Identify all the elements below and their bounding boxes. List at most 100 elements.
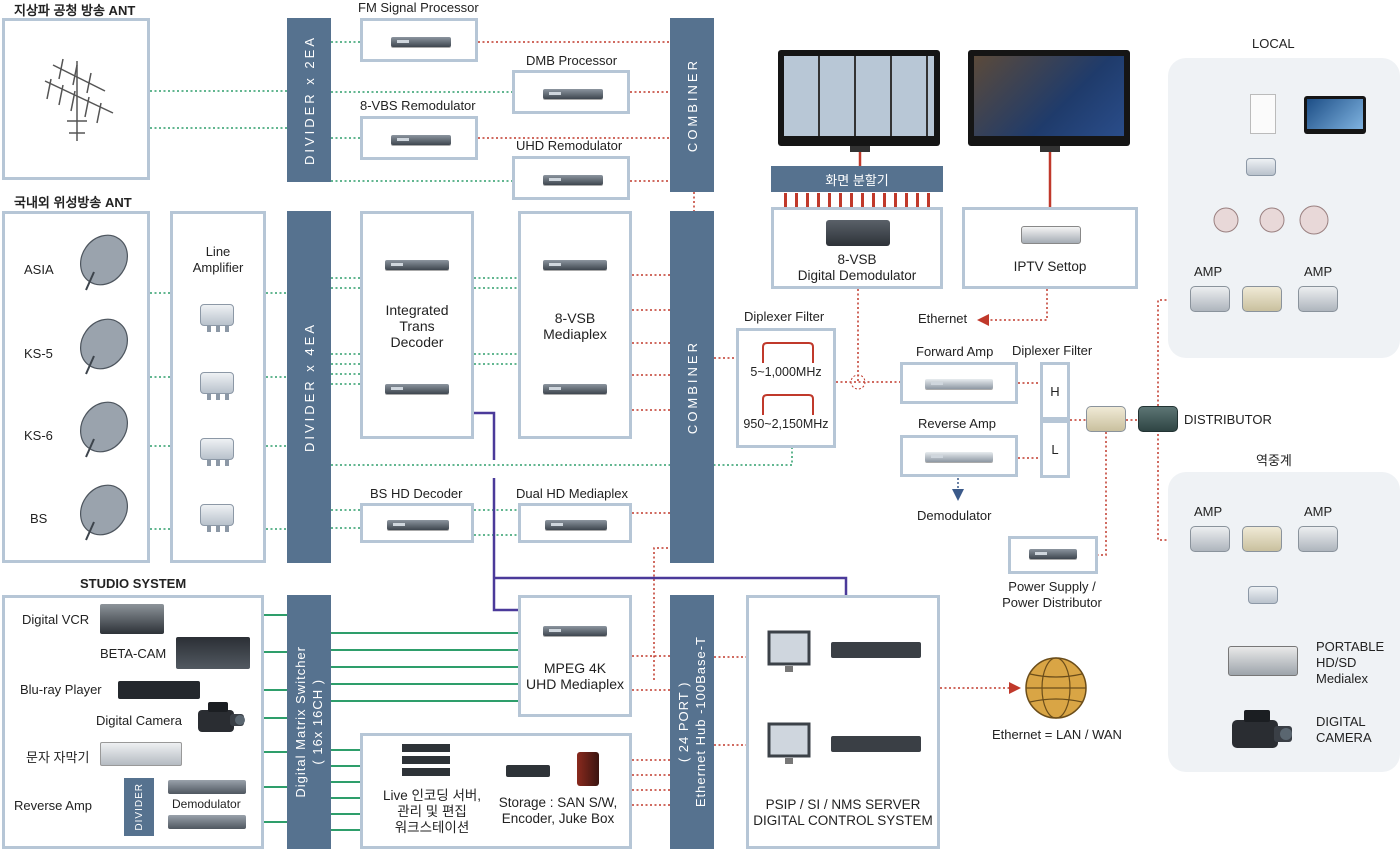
relay-amp-center-icon — [1242, 526, 1282, 552]
wall-outlet-icon — [1250, 94, 1276, 134]
satellite-dish-icon — [80, 234, 128, 541]
bs-hd-decoder-label: BS HD Decoder — [370, 486, 463, 501]
dmb-processor-box — [512, 70, 630, 114]
psip-workstation-icon — [767, 630, 921, 764]
multi-screen-tv-icon — [778, 50, 940, 146]
ethernet-hub-bar: ( 24 PORT ) Ethernet Hub -100Base-T — [670, 595, 714, 849]
vsb-demodulator-box — [771, 207, 943, 289]
matrix-switcher-bar: Digital Matrix Switcher ( 16x 16CH ) — [287, 595, 331, 849]
dual-hd-mediaplex-label: Dual HD Mediaplex — [516, 486, 628, 501]
relay-camera-icon — [1232, 710, 1292, 748]
studio-device-reverse-amp: Reverse Amp — [14, 798, 93, 813]
line-amp-4-icon — [200, 504, 234, 532]
local-amp-right-label: AMP — [1304, 264, 1333, 279]
antenna-label-bs: BS — [30, 511, 48, 526]
portable-medialex-icon — [1228, 646, 1298, 676]
diplexer-filter-1-label: Diplexer Filter — [744, 309, 825, 324]
vbs-remodulator-box — [360, 116, 478, 160]
wire-mpeg-comb — [653, 547, 670, 680]
relay-amp-right-icon — [1298, 526, 1338, 552]
wire-purple-psip — [494, 576, 848, 595]
power-supply-label: Power Supply / Power Distributor — [1002, 579, 1102, 610]
combiner-top-bar: COMBINER — [670, 18, 714, 192]
combiner-bottom-bar: COMBINER — [670, 211, 714, 563]
vsb-mediaplex-label: 8-VSB Mediaplex — [543, 310, 607, 342]
splitter-output-tick — [828, 193, 831, 207]
demodulator-device-2-icon — [168, 815, 246, 829]
power-supply-box — [1008, 536, 1098, 574]
relay-amp-left-label: AMP — [1194, 504, 1223, 519]
caption-generator-icon — [100, 742, 182, 766]
relay-title: 역중계 — [1256, 453, 1292, 468]
studio-device-beta-cam: BETA-CAM — [100, 646, 167, 661]
antenna-label-asia: ASIA — [24, 262, 54, 277]
splitter-output-tick — [817, 193, 820, 207]
forward-amp-label: Forward Amp — [916, 344, 994, 359]
integrated-trans-decoder-box — [360, 211, 474, 439]
iptv-tv-icon — [968, 50, 1130, 146]
relay-amp-right-label: AMP — [1304, 504, 1333, 519]
vsb-mediaplex-box — [518, 211, 632, 439]
wire-iptv-ethernet — [977, 289, 1048, 326]
signal-junction-marker — [850, 374, 866, 390]
splitter-output-tick — [872, 193, 875, 207]
divider-2ea-bar: DIVIDER x 2EA — [287, 18, 331, 182]
terrestrial-antenna-box — [2, 18, 150, 180]
dual-hd-mediaplex-box — [518, 503, 632, 543]
splitter-output-tick — [850, 193, 853, 207]
digital-camera-right-label: DIGITAL CAMERA — [1316, 714, 1372, 745]
iptv-settop-box — [962, 207, 1138, 289]
tv-stand-1 — [850, 146, 870, 152]
relay-tap-icon — [1248, 586, 1278, 604]
globe-icon — [1025, 657, 1087, 719]
diplexer-h-port: H — [1040, 362, 1070, 420]
local-tap-icon — [1246, 158, 1276, 176]
local-amp-center-icon — [1242, 286, 1282, 312]
splitter-output-tick — [784, 193, 787, 207]
splitter-output-tick — [806, 193, 809, 207]
distributor-icon — [1138, 406, 1178, 432]
ethernet-lan-wan-label: Ethernet = LAN / WAN — [992, 727, 1122, 742]
wire-purple-itd — [474, 411, 496, 460]
line-amp-2-icon — [200, 372, 234, 400]
forward-amp-box — [900, 362, 1018, 404]
diplexer-filter-1-box — [736, 328, 836, 448]
fm-processor-box — [360, 18, 478, 62]
local-tv-icon — [1304, 96, 1366, 134]
vbs-remodulator-label: 8-VBS Remodulator — [360, 98, 476, 113]
diplexer-filter-2-label: Diplexer Filter — [1012, 343, 1093, 358]
local-title: LOCAL — [1252, 36, 1295, 51]
diplexer-band-low: 5~1,000MHz — [750, 365, 822, 379]
demodulator-label: Demodulator — [917, 508, 992, 523]
relay-panel — [1168, 472, 1400, 772]
filter-curve-icon — [762, 342, 814, 415]
line-amp-3-icon — [200, 438, 234, 466]
bluray-player-icon — [118, 681, 200, 699]
splitter-output-tick — [795, 193, 798, 207]
studio-device-bluray: Blu-ray Player — [20, 682, 102, 697]
splitter-output-tick — [916, 193, 919, 207]
antenna-label-ks6: KS-6 — [24, 428, 53, 443]
bs-hd-decoder-box — [360, 503, 474, 543]
splitter-output-tick — [861, 193, 864, 207]
satellite-antenna-title: 국내외 위성방송 ANT — [14, 195, 132, 210]
vsb-demodulator-label: 8-VSB Digital Demodulator — [797, 252, 917, 283]
portable-medialex-label: PORTABLE HD/SD Medialex — [1316, 639, 1385, 686]
diplexer-l-port: L — [1040, 420, 1070, 478]
demodulator-small-label: Demodulator — [172, 797, 241, 811]
demodulator-device-1-icon — [168, 780, 246, 794]
splitter-output-tick — [883, 193, 886, 207]
distributor-label: DISTRIBUTOR — [1184, 412, 1272, 427]
dmb-processor-label: DMB Processor — [526, 53, 618, 68]
yagi-antenna-icon — [44, 58, 114, 141]
studio-device-caption-generator: 문자 자막기 — [26, 750, 90, 765]
local-amp-right-icon — [1298, 286, 1338, 312]
line-amp-1-icon — [200, 304, 234, 332]
wire-purple-mpeg — [492, 478, 518, 612]
psip-server-label: PSIP / SI / NMS SERVER DIGITAL CONTROL S… — [753, 797, 933, 828]
digital-vcr-icon — [100, 604, 164, 634]
splitter-output-tick — [905, 193, 908, 207]
divider-4ea-bar: DIVIDER x 4EA — [287, 211, 331, 563]
uhd-remodulator-box — [512, 156, 630, 200]
studio-system-title: STUDIO SYSTEM — [80, 576, 187, 591]
